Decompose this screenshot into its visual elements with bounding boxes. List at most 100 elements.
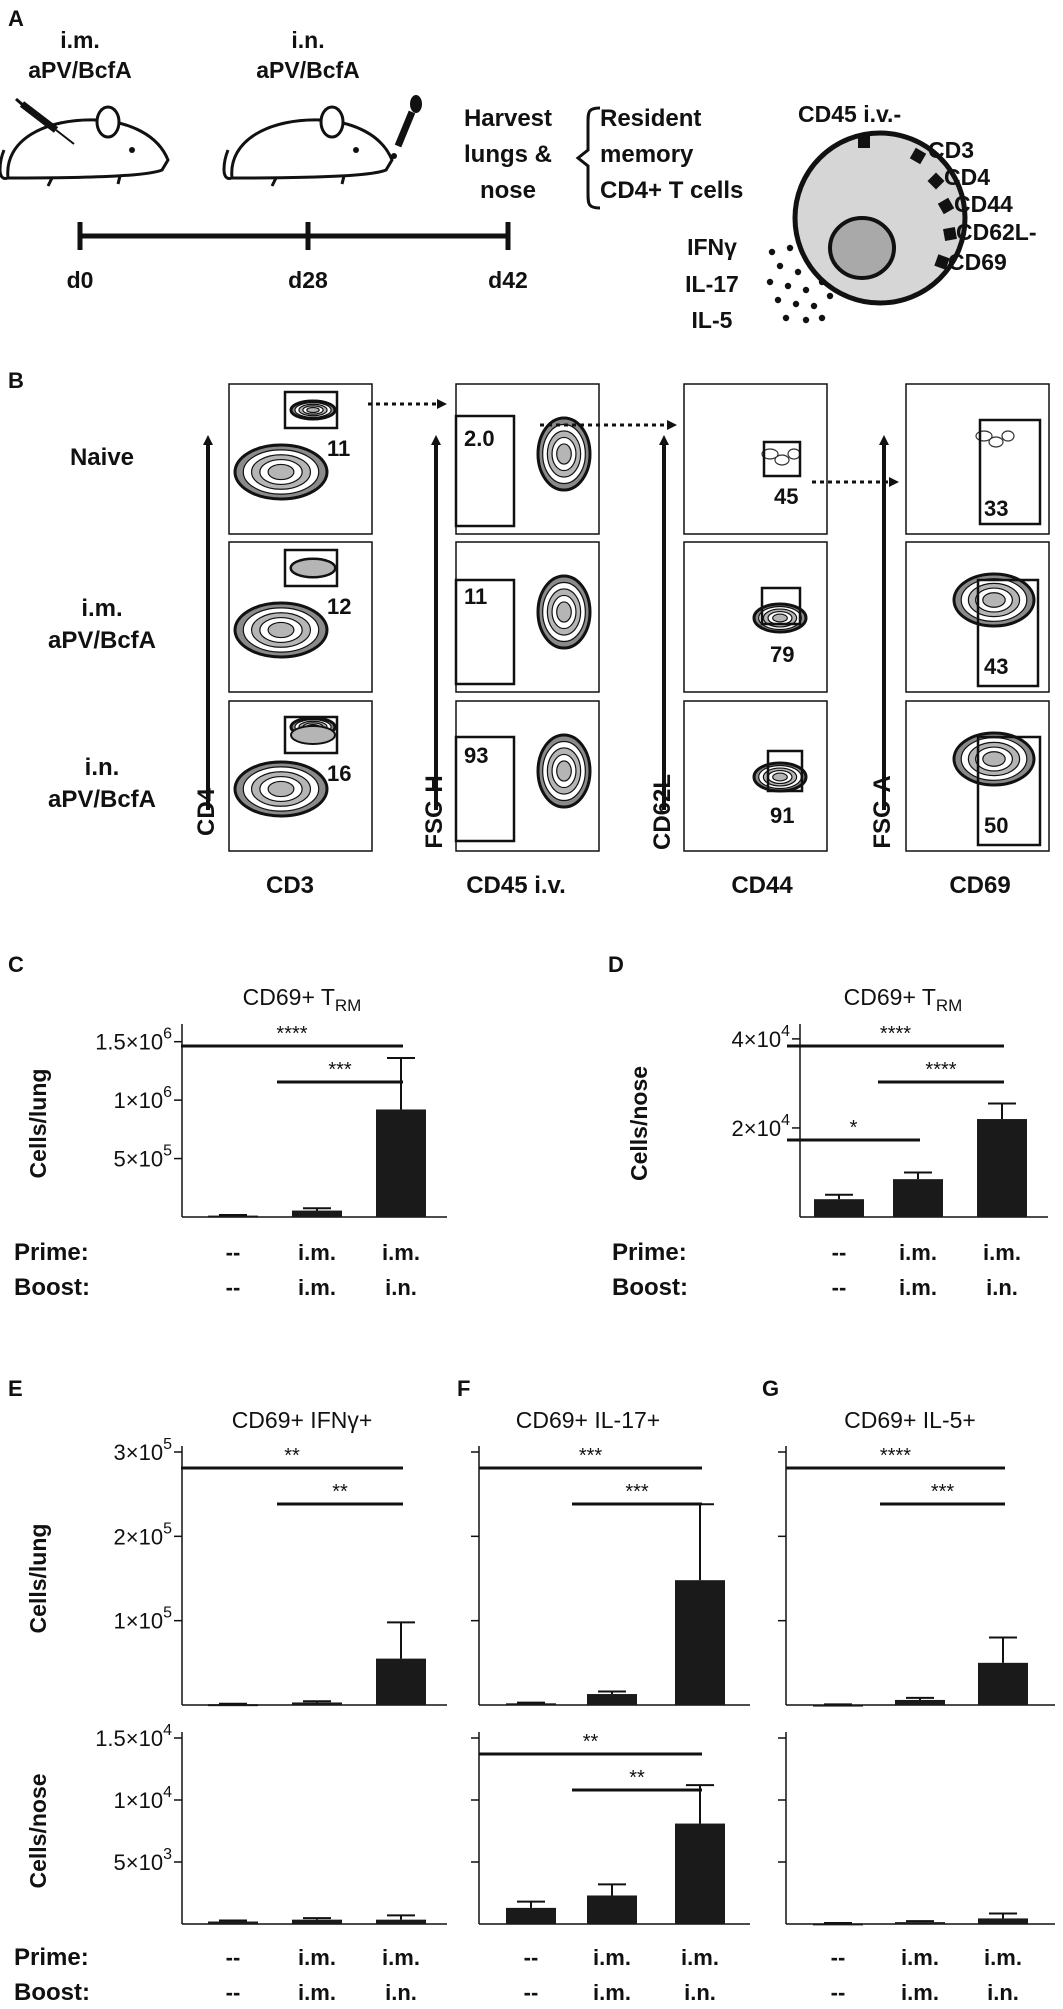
gate-percentage: 11 <box>327 436 350 461</box>
y-tick-label: 1×104 <box>114 1784 173 1813</box>
prime-label: Prime: <box>612 1239 687 1266</box>
bar <box>893 1179 943 1217</box>
cytokine-dot <box>786 244 794 252</box>
gate <box>762 440 802 478</box>
plot-frame <box>905 383 1050 535</box>
bar <box>208 1215 258 1218</box>
row-label: aPV/BcfA <box>48 786 156 813</box>
cytokine-label: IFNγ <box>687 234 737 260</box>
panel-b: B Naive i.m. aPV/BcfA i.n. aPV/BcfA 1112… <box>8 368 1050 899</box>
bar <box>292 1919 342 1924</box>
marker-label: CD62L- <box>956 219 1037 245</box>
y-tick-label: 1.5×104 <box>95 1722 172 1751</box>
bar <box>978 1662 1028 1705</box>
contour <box>267 780 295 798</box>
harvest-label: nose <box>480 177 536 204</box>
flow-y-axis-label: FSC-A <box>869 775 896 848</box>
significance-label: ** <box>332 1481 348 1503</box>
panel-letter-d: D <box>608 952 624 977</box>
cytokine-dot <box>774 296 782 304</box>
bar <box>895 1922 945 1925</box>
boost-vaccine-label: aPV/BcfA <box>256 57 360 83</box>
day-label: d28 <box>288 267 328 293</box>
significance-label: **** <box>925 1059 956 1081</box>
bar-chart-g <box>778 1732 1055 1926</box>
prime-group: i.m. <box>901 1945 939 1970</box>
marker-label: CD45 i.v.- <box>798 101 901 127</box>
y-tick-label: 2×104 <box>732 1112 791 1141</box>
mouse-icon <box>222 105 394 187</box>
bar <box>208 1921 258 1924</box>
flow-x-axis-label: CD69 <box>949 872 1010 899</box>
significance-label: *** <box>931 1481 955 1503</box>
cytokine-label: IL-5 <box>692 307 733 333</box>
flow-x-axis-label: CD44 <box>731 872 793 899</box>
significance-label: ** <box>284 1445 300 1467</box>
marker-label: CD44 <box>954 191 1013 217</box>
chart-title: CD69+ TRM <box>844 984 963 1015</box>
row-label: i.n. <box>85 754 120 781</box>
flow-plot: 11 <box>228 383 373 535</box>
gate <box>283 390 339 430</box>
cytokine-dot <box>766 278 774 286</box>
prime-group: i.m. <box>983 1240 1021 1265</box>
prime-group: i.m. <box>382 1240 420 1265</box>
prime-group: -- <box>226 1240 241 1265</box>
prime-group: i.m. <box>899 1240 937 1265</box>
gate <box>976 578 1040 688</box>
bar <box>208 1704 258 1707</box>
boost-group: -- <box>226 1275 241 1300</box>
gate-percentage: 50 <box>984 813 1008 838</box>
gate <box>978 418 1042 526</box>
flow-plot: 91 <box>683 700 828 852</box>
significance-label: **** <box>880 1445 911 1467</box>
panel-letter-a: A <box>8 6 24 31</box>
significance-label: **** <box>276 1023 307 1045</box>
gate <box>760 586 802 626</box>
significance-label: *** <box>579 1445 603 1467</box>
boost-group: i.m. <box>298 1275 336 1300</box>
boost-label: Boost: <box>14 1979 90 2006</box>
chart-title: CD69+ IL-5+ <box>844 1407 976 1433</box>
gate <box>454 735 516 843</box>
bar <box>675 1580 725 1705</box>
bar <box>506 1907 556 1924</box>
panel-letter-f: F <box>457 1376 470 1401</box>
boost-group: i.n. <box>385 1275 417 1300</box>
y-axis-label: Cells/nose <box>25 1773 51 1888</box>
gate-percentage: 79 <box>770 642 794 667</box>
prime-label: Prime: <box>14 1239 89 1266</box>
bar <box>376 1919 426 1924</box>
cytokine-dot <box>826 292 834 300</box>
bar <box>587 1694 637 1705</box>
panel-letter-e: E <box>8 1376 23 1401</box>
resident-label: memory <box>600 141 694 168</box>
contour <box>988 436 1004 448</box>
harvest-label: lungs & <box>464 141 552 168</box>
prime-group: i.m. <box>298 1945 336 1970</box>
y-tick-label: 5×103 <box>114 1846 173 1875</box>
y-axis-label: Cells/lung <box>25 1069 51 1179</box>
chart-title: CD69+ IFNγ+ <box>232 1407 373 1433</box>
prime-group: -- <box>832 1240 847 1265</box>
bar <box>292 1702 342 1705</box>
boost-group: -- <box>226 1980 241 2005</box>
gate <box>283 715 339 755</box>
cytokine-dot <box>818 314 826 322</box>
gate <box>454 578 516 686</box>
contour <box>556 601 572 623</box>
flow-plot: 79 <box>683 541 828 693</box>
marker-label: CD69 <box>948 249 1007 275</box>
significance-label: *** <box>328 1059 352 1081</box>
cytokine-dot <box>792 300 800 308</box>
bar-chart-f: **** <box>471 1731 750 1925</box>
resident-label: CD4+ T cells <box>600 177 743 204</box>
boost-group: -- <box>524 1980 539 2005</box>
flow-plot: 2.0 <box>454 383 600 535</box>
flow-plot: 11 <box>454 541 600 693</box>
group-labels-c: Prime: Boost: -- i.m. i.m. -- i.m. i.n. <box>14 1239 420 1301</box>
contour <box>1001 430 1015 442</box>
y-tick-label: 1×105 <box>114 1605 173 1634</box>
